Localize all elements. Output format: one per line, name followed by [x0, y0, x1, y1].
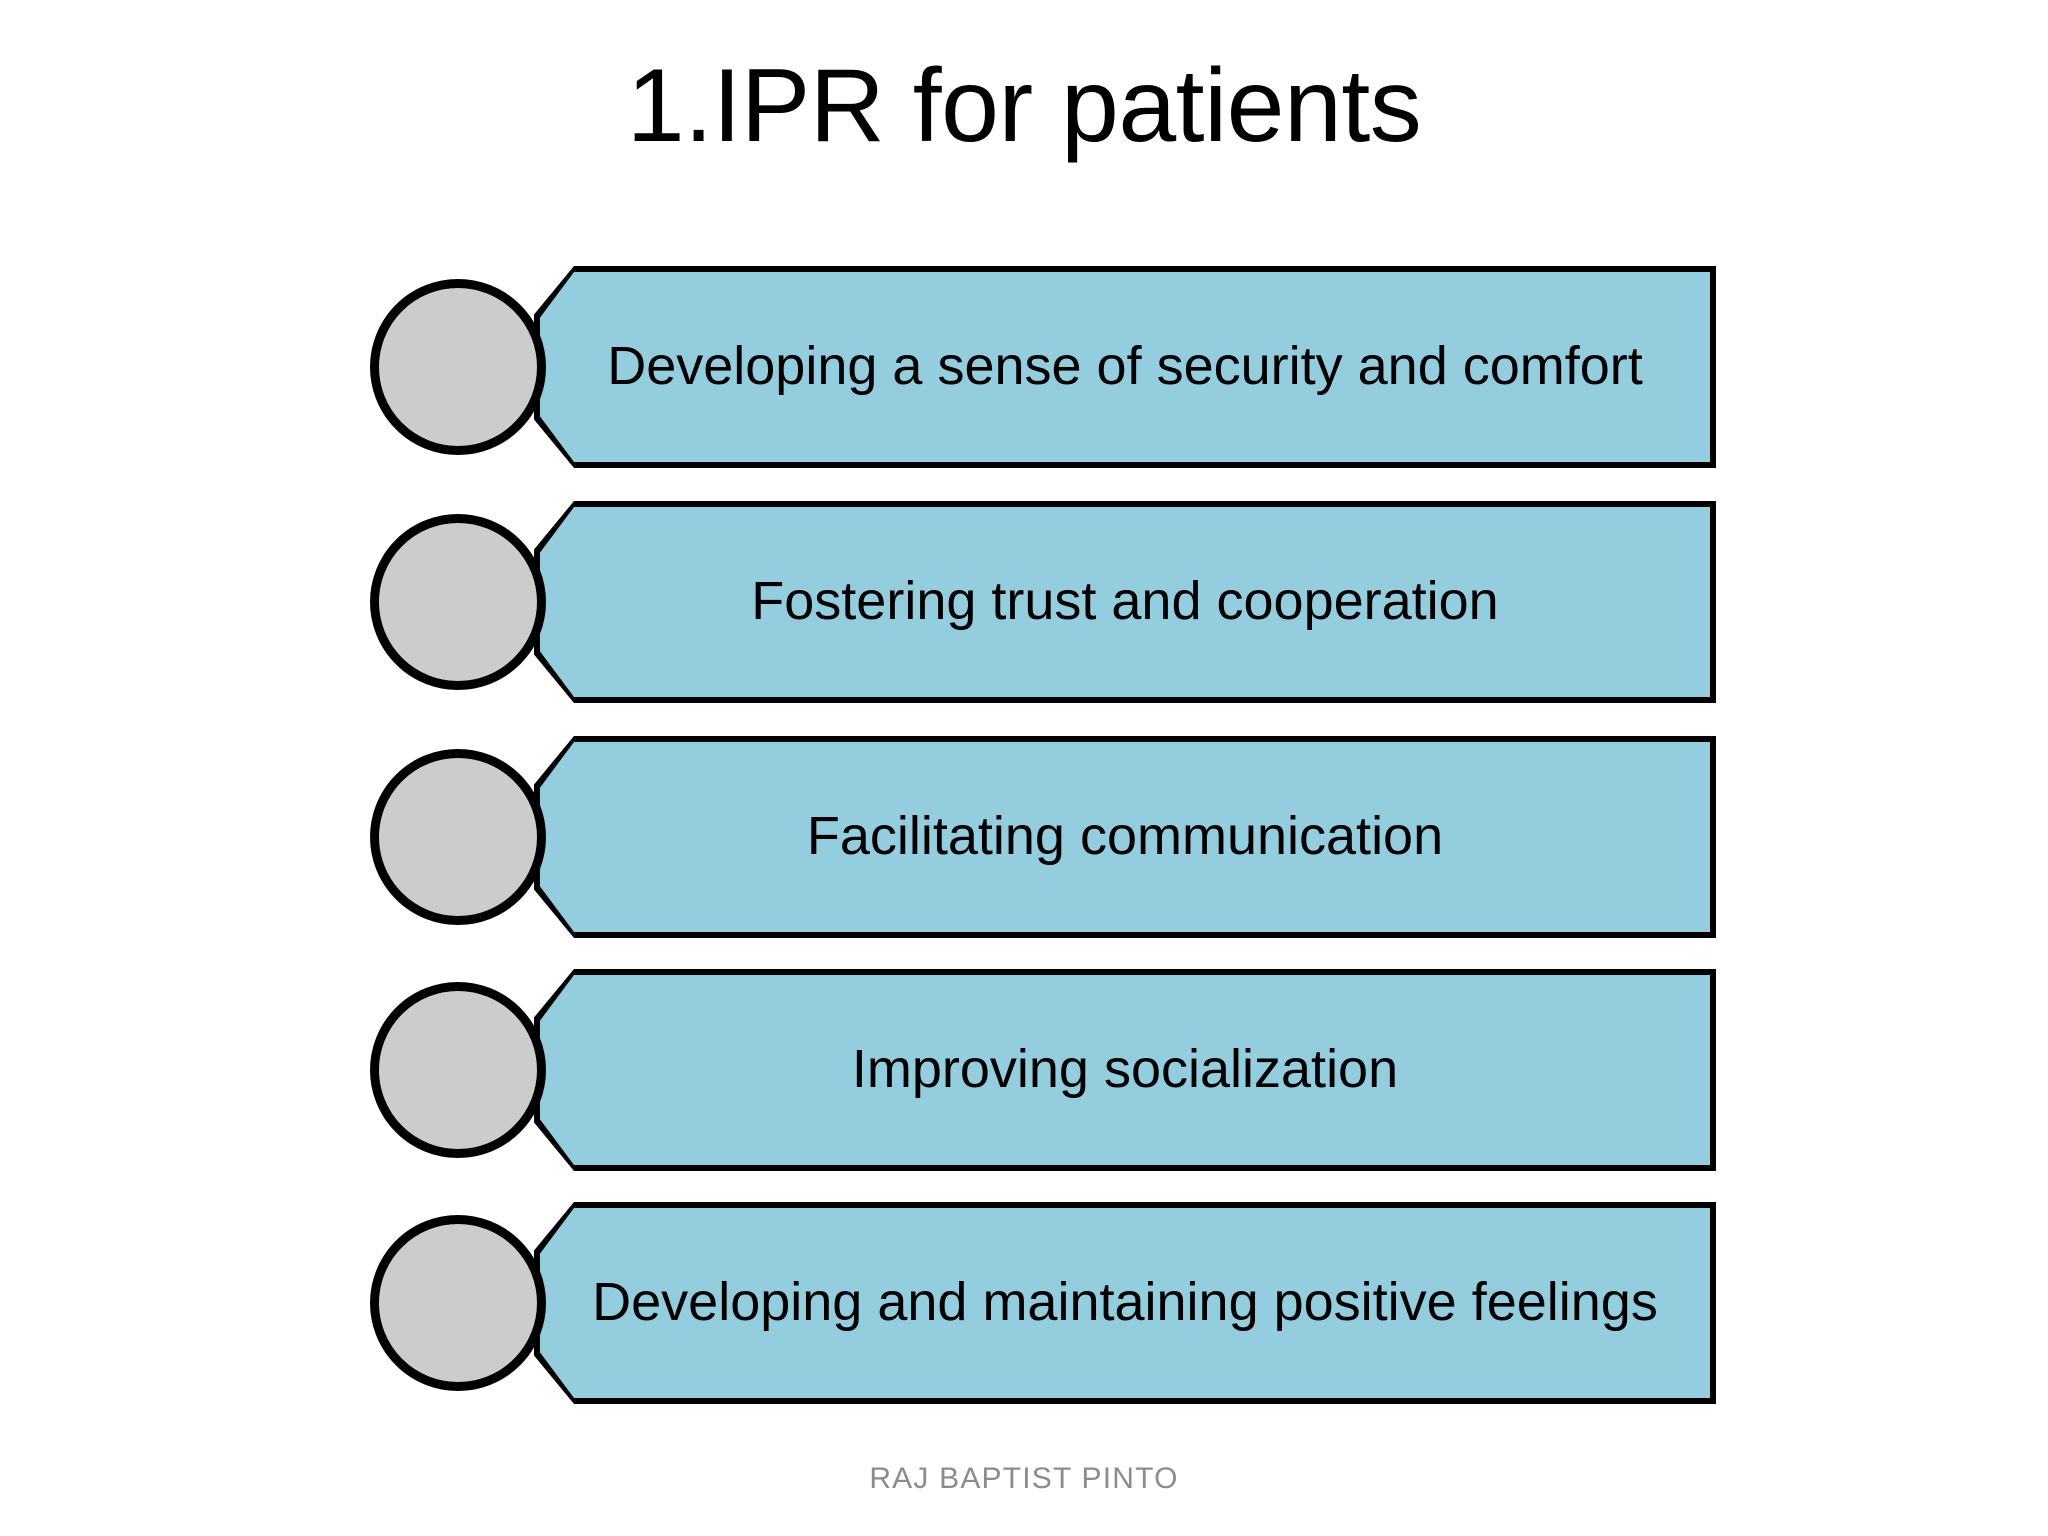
list-item[interactable]: Developing and maintaining positive feel… [370, 1202, 1716, 1404]
banner-shape [540, 1208, 1710, 1398]
banner-label: Improving socialization [851, 1039, 1399, 1100]
bullet-circle-icon [370, 749, 546, 925]
bullet-circle-icon [370, 1215, 546, 1391]
bullet-circle-icon [370, 514, 546, 690]
bullet-circle-icon [370, 279, 546, 455]
page-title: 1.IPR for patients [626, 48, 1422, 164]
banner-shape [540, 272, 1710, 462]
banner-shape [540, 742, 1710, 932]
list-item[interactable]: Improving socialization [370, 969, 1716, 1171]
banner-shape [540, 507, 1710, 697]
banner-shape [540, 975, 1710, 1165]
list-item[interactable]: Fostering trust and cooperation [370, 501, 1716, 703]
footer-author: RAJ BAPTIST PINTO [869, 1462, 1179, 1495]
list-item[interactable]: Developing a sense of security and comfo… [370, 266, 1716, 468]
banner-label: Developing a sense of security and comfo… [607, 336, 1643, 397]
bullet-circle-icon [370, 982, 546, 1158]
banner-label: Fostering trust and cooperation [751, 571, 1499, 632]
list-item[interactable]: Facilitating communication [370, 736, 1716, 938]
banner-label: Developing and maintaining positive feel… [592, 1272, 1658, 1333]
banner-label: Facilitating communication [806, 806, 1444, 867]
